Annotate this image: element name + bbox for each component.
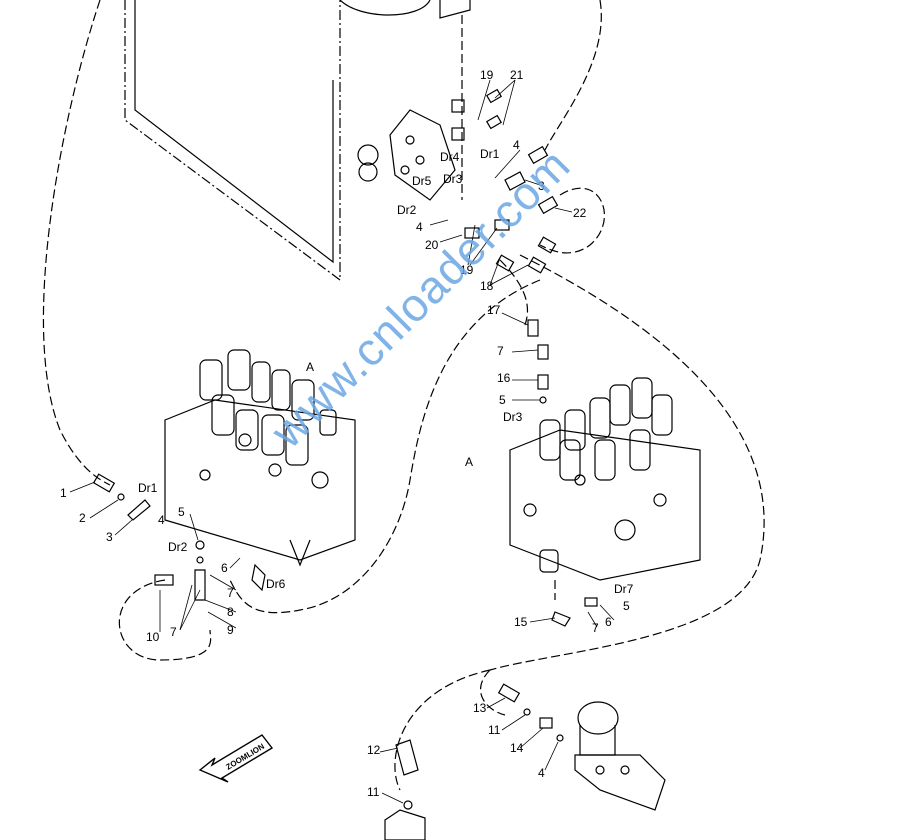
callout-8: 8: [227, 605, 234, 619]
callout-4-bottom: 4: [538, 766, 545, 780]
callout-4-left: 4: [158, 513, 165, 527]
callout-dr6: Dr6: [266, 577, 286, 591]
callout-2: 2: [79, 511, 86, 525]
callout-9: 9: [227, 623, 234, 637]
callout-6-left: 6: [221, 561, 228, 575]
callout-dr4: Dr4: [440, 150, 460, 164]
callout-dr1-left: Dr1: [138, 481, 158, 495]
callout-10: 10: [146, 630, 160, 644]
direction-arrow-label: ZOOMLION: [224, 742, 266, 772]
callout-22: 22: [573, 206, 587, 220]
callout-16: 16: [497, 371, 511, 385]
callout-19-top: 19: [480, 68, 494, 82]
callout-11-bottom: 11: [367, 785, 380, 799]
callout-dr7: Dr7: [614, 582, 634, 596]
callout-12: 12: [367, 743, 381, 757]
callout-18: 18: [480, 279, 494, 293]
callout-15: 15: [514, 615, 528, 629]
callout-5-right: 5: [623, 599, 630, 613]
callout-3-left: 3: [106, 530, 113, 544]
callout-dr1-top: Dr1: [480, 147, 500, 161]
callout-7-left-a: 7: [227, 586, 234, 600]
hydraulic-tank: [124, 0, 471, 282]
callout-7-right: 7: [592, 621, 599, 635]
callout-a-left: A: [306, 360, 315, 374]
callout-dr5: Dr5: [412, 174, 432, 188]
callout-1: 1: [60, 486, 67, 500]
callout-dr3-lower: Dr3: [503, 410, 523, 424]
direction-arrow: [198, 734, 274, 783]
control-valve-left: [164, 349, 356, 567]
callout-5-upper: 5: [499, 393, 506, 407]
callout-a-right: A: [465, 455, 474, 469]
control-valve-right: [509, 377, 701, 581]
callout-6-right: 6: [605, 615, 612, 629]
callout-dr2-top: Dr2: [397, 203, 417, 217]
callout-7-left-b: 7: [170, 625, 177, 639]
callout-13: 13: [473, 701, 487, 715]
callout-19-lower: 19: [460, 263, 474, 277]
bottom-block: [384, 809, 426, 840]
callout-4-top: 4: [513, 138, 520, 152]
callout-dr3-top: Dr3: [443, 172, 463, 186]
top-manifold-block: [357, 99, 465, 201]
callout-dr2-left: Dr2: [168, 540, 188, 554]
callout-21: 21: [510, 68, 524, 82]
callout-3-top: 3: [538, 179, 545, 193]
callout-4-mid: 4: [416, 220, 423, 234]
leader-lines: [69, 79, 615, 804]
accumulator-assembly: [574, 701, 666, 811]
callout-17: 17: [487, 303, 501, 317]
callout-20: 20: [425, 238, 439, 252]
hose-lines: [42, 0, 765, 791]
callout-7-upper: 7: [497, 344, 504, 358]
callout-5-left: 5: [178, 505, 185, 519]
callout-14: 14: [510, 741, 524, 755]
callout-11-right: 11: [488, 723, 501, 737]
